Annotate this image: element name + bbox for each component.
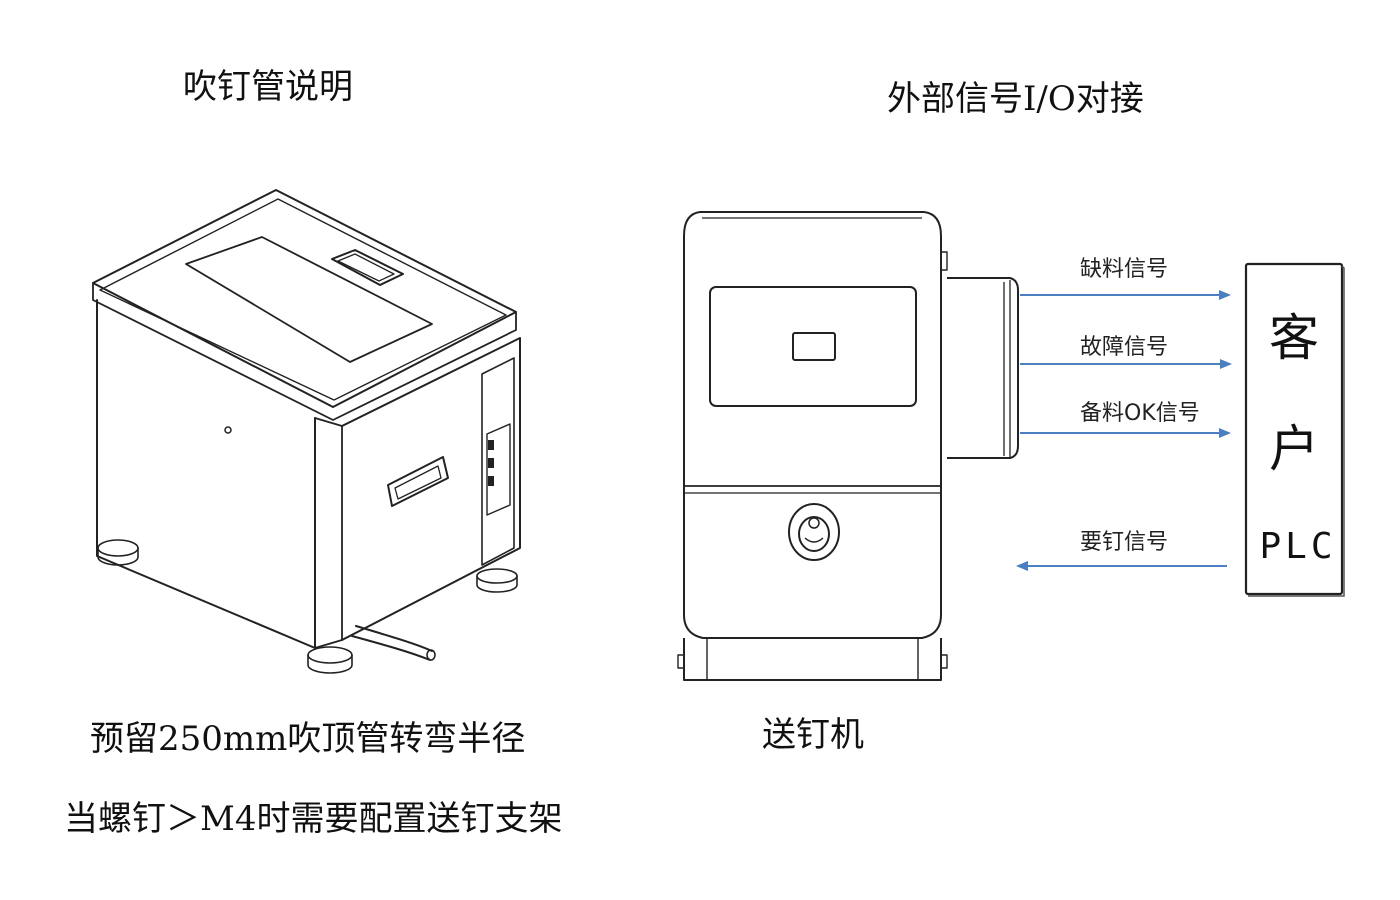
feeder-side-handle	[387, 456, 449, 507]
feeder-front-body	[683, 211, 942, 639]
feeder-top-lid	[92, 189, 517, 408]
feeder-right-face	[341, 337, 521, 641]
plc-char-1: 客	[1269, 309, 1319, 367]
feeder-feet	[97, 539, 518, 674]
feeder-top-handle	[331, 249, 404, 286]
left-panel-title: 吹钉管说明	[183, 67, 353, 107]
feeder-rear-module	[947, 277, 1019, 459]
signal-label-request: 要钉信号	[1080, 530, 1168, 555]
feeder-left-face	[96, 299, 316, 649]
radius-note: 预留250mm吹顶管转弯半径	[90, 719, 526, 759]
feeder-top-window	[185, 236, 433, 363]
signal-label-shortage: 缺料信号	[1080, 257, 1168, 282]
plc-char-2: 户	[1269, 420, 1319, 478]
bracket-note: 当螺钉＞M4时需要配置送钉支架	[64, 799, 563, 839]
blow-tube	[351, 635, 431, 661]
feeder-lock-knob	[788, 503, 840, 561]
plc-label: PLC	[1259, 526, 1336, 567]
feeder-isometric-illustration	[92, 189, 521, 674]
machine-caption: 送钉机	[762, 715, 864, 755]
right-panel-title: 外部信号I/O对接	[887, 79, 1144, 119]
feeder-control-strip	[481, 357, 515, 566]
feeder-front-window	[709, 286, 917, 407]
customer-plc-box: 客 户 PLC	[1244, 262, 1345, 597]
feeder-side-hole	[224, 426, 232, 434]
signal-label-ready: 备料OK信号	[1080, 401, 1200, 426]
feeder-front-illustration	[677, 211, 1019, 681]
signal-arrows	[1016, 290, 1232, 571]
feeder-front-base	[683, 638, 942, 681]
signal-label-fault: 故障信号	[1080, 335, 1168, 360]
